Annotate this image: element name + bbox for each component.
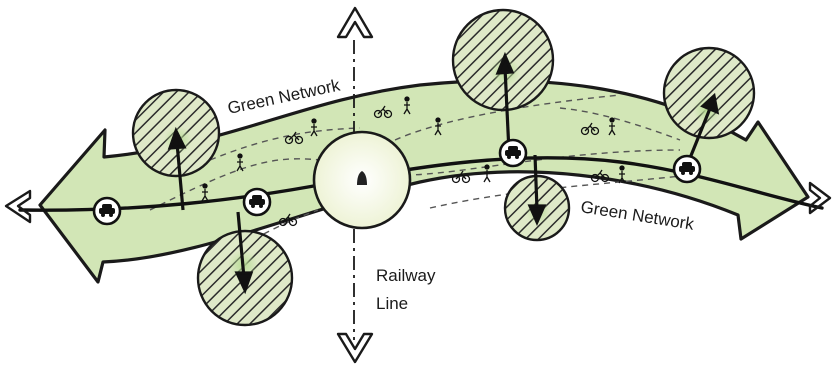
pedestrian-icon (403, 96, 411, 115)
chevron-arrow-icon (336, 332, 374, 364)
pedestrian-icon (434, 117, 442, 136)
chevron-arrow-icon (336, 6, 374, 39)
bicycle-icon (451, 170, 471, 184)
road-line (18, 156, 824, 212)
pedestrian-icons (201, 96, 626, 202)
chevron-arrow-icon (4, 189, 32, 224)
car-icon (99, 204, 115, 217)
car-icon (505, 146, 521, 159)
car-icon (249, 195, 265, 208)
bicycle-icon (284, 131, 304, 145)
bicycle-icons (278, 105, 610, 227)
bicycle-icon (278, 213, 298, 227)
car-node-1 (92, 196, 122, 226)
hatched-park-icon (662, 46, 756, 140)
pedestrian-icon (201, 183, 209, 202)
bicycle-icon (580, 122, 600, 136)
car-icon (679, 162, 695, 175)
car-node-4 (672, 154, 702, 184)
pedestrian-icon (618, 165, 626, 184)
car-node-3 (498, 138, 528, 168)
park-4 (662, 46, 756, 140)
railway-label-line-1: Railway (376, 266, 436, 285)
bicycle-icon (590, 169, 610, 183)
pedestrian-icon (236, 153, 244, 172)
railway-label-line-2: Line (376, 294, 408, 313)
green-network-label-bottom: Green Network (579, 197, 695, 234)
pedestrian-icon (483, 164, 491, 183)
bicycle-icon (373, 105, 393, 119)
station-icon (312, 130, 412, 230)
chevron-arrow-icon (808, 181, 832, 215)
pedestrian-icon (310, 118, 318, 137)
direction-chevrons (4, 6, 832, 364)
pedestrian-icon (608, 117, 616, 136)
car-node-2 (242, 187, 272, 217)
